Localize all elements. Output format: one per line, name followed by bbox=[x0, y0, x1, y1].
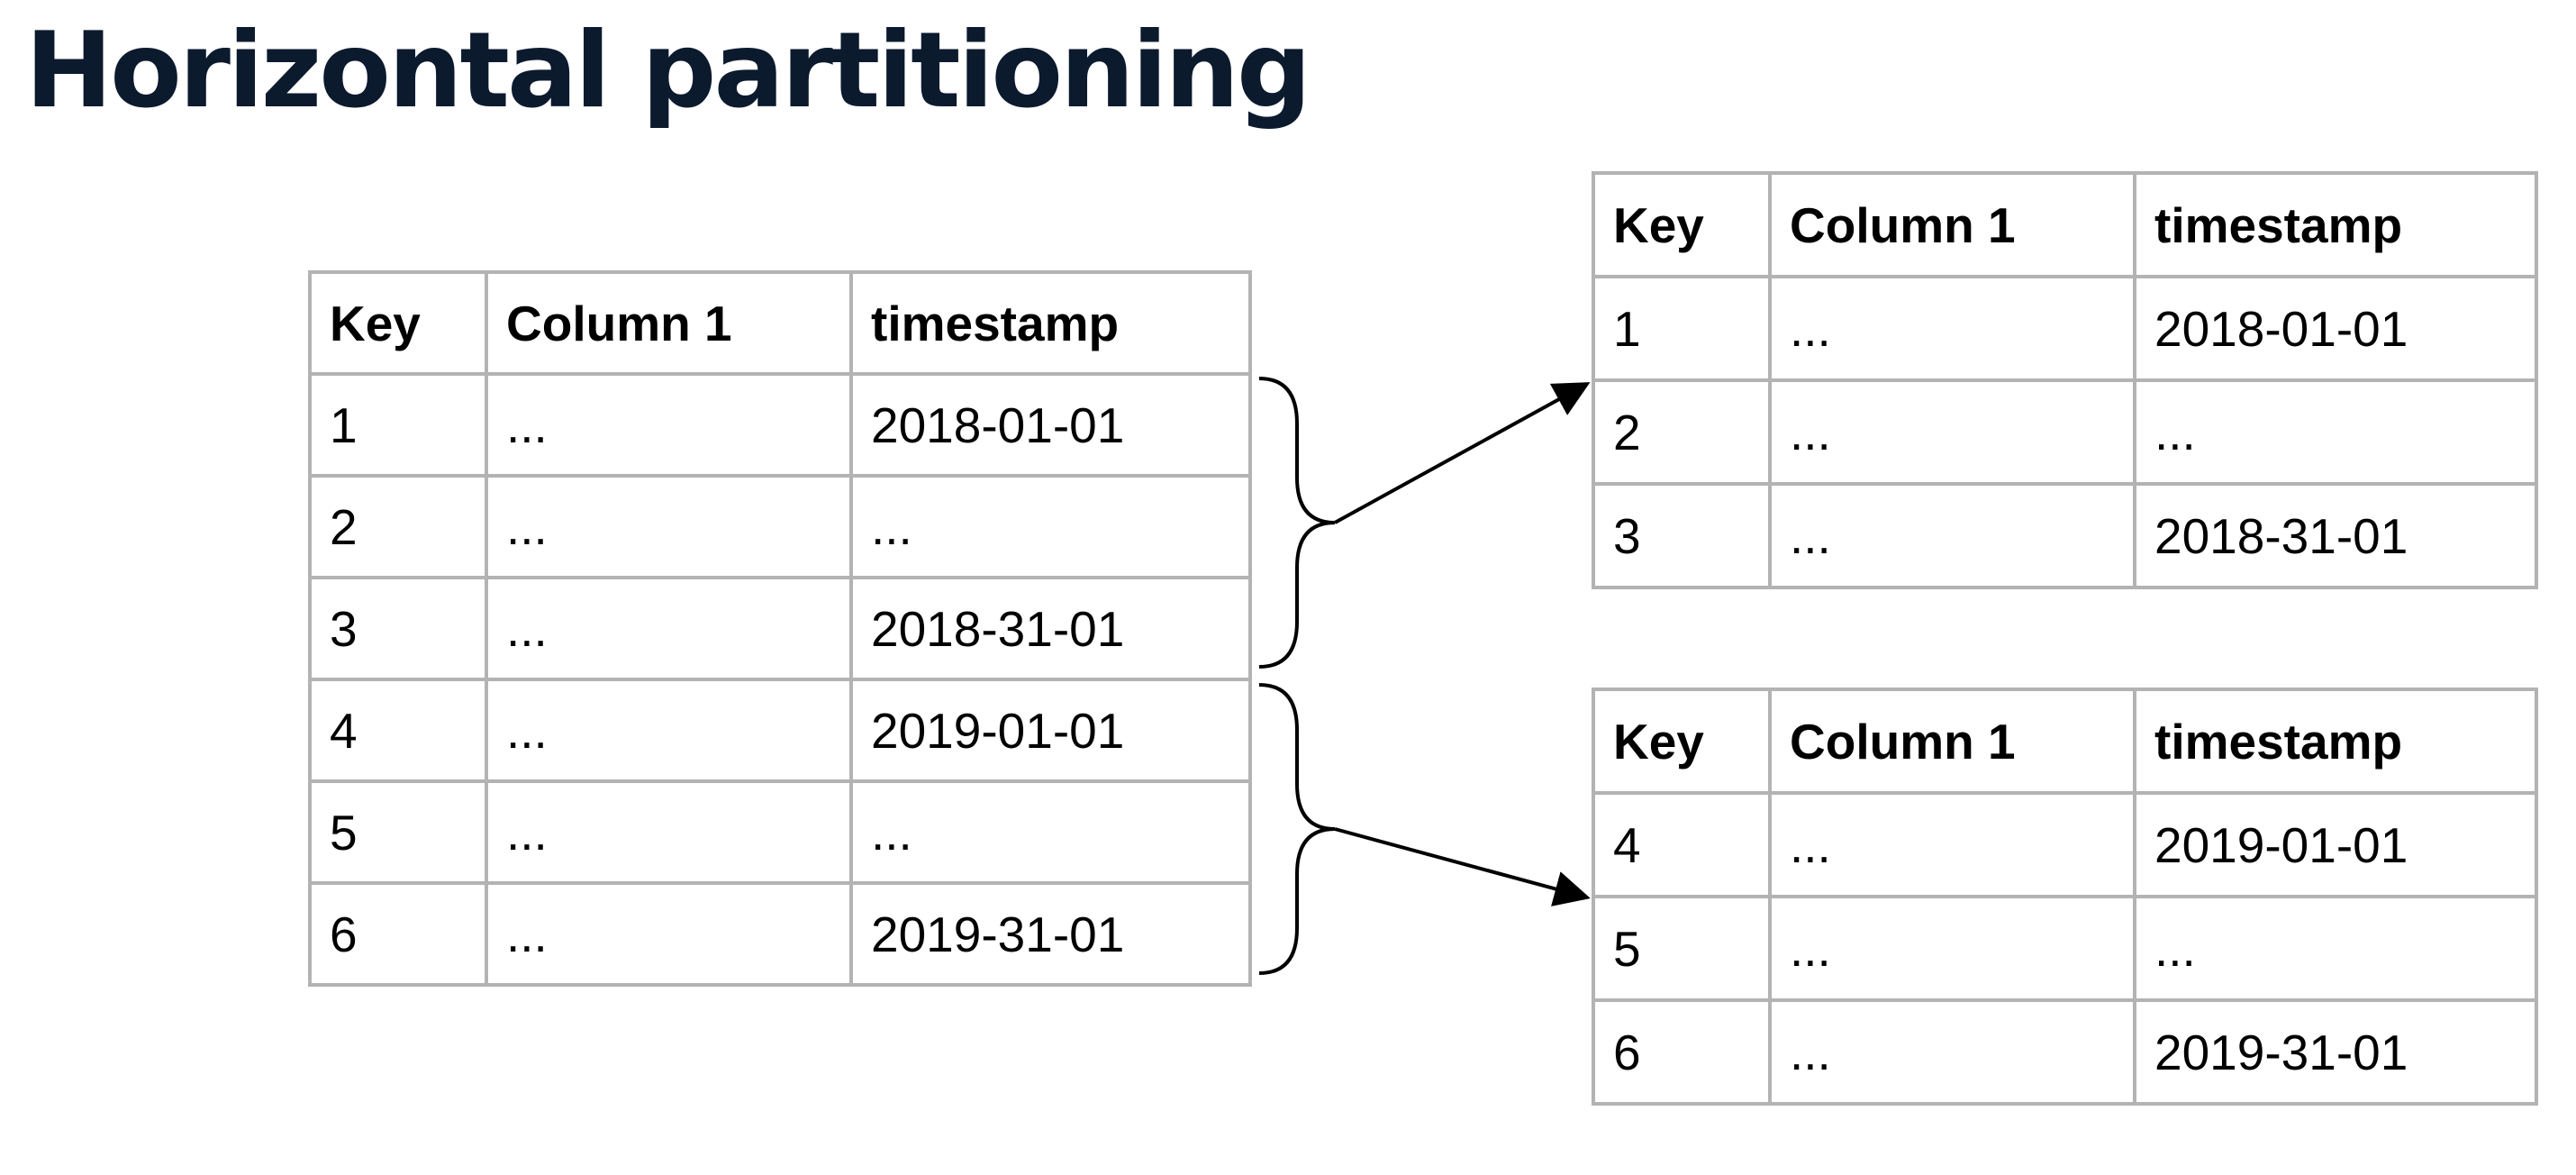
table-row: 3 ... 2018-31-01 bbox=[1592, 482, 2538, 589]
table-header-row: Key Column 1 timestamp bbox=[1592, 688, 2538, 795]
cell-timestamp: 2019-01-01 bbox=[2133, 791, 2538, 898]
partition-2-table: Key Column 1 timestamp 4 ... 2019-01-01 … bbox=[1592, 688, 2538, 1106]
cell-timestamp: 2018-01-01 bbox=[2133, 275, 2538, 382]
cell-column-1: ... bbox=[1768, 378, 2136, 486]
cell-timestamp: ... bbox=[2133, 378, 2538, 486]
cell-key: 1 bbox=[308, 372, 488, 478]
cell-key: 6 bbox=[308, 881, 488, 987]
table-row: 5 ... ... bbox=[308, 779, 1252, 885]
cell-column-1: ... bbox=[1768, 998, 2136, 1106]
header-key: Key bbox=[1592, 688, 1772, 795]
cell-key: 4 bbox=[1592, 791, 1772, 898]
cell-key: 6 bbox=[1592, 998, 1772, 1106]
header-column-1: Column 1 bbox=[1768, 171, 2136, 278]
cell-key: 5 bbox=[1592, 895, 1772, 1002]
cell-timestamp: 2019-31-01 bbox=[2133, 998, 2538, 1106]
header-timestamp: timestamp bbox=[849, 270, 1252, 376]
table-row: 2 ... ... bbox=[1592, 378, 2538, 486]
table-row: 4 ... 2019-01-01 bbox=[1592, 791, 2538, 898]
cell-column-1: ... bbox=[1768, 275, 2136, 382]
cell-timestamp: 2018-31-01 bbox=[2133, 482, 2538, 589]
cell-column-1: ... bbox=[485, 779, 853, 885]
table-row: 3 ... 2018-31-01 bbox=[308, 576, 1252, 681]
cell-key: 4 bbox=[308, 678, 488, 783]
table-header-row: Key Column 1 timestamp bbox=[1592, 171, 2538, 278]
cell-timestamp: 2018-31-01 bbox=[849, 576, 1252, 681]
table-row: 4 ... 2019-01-01 bbox=[308, 678, 1252, 783]
partition-1-table: Key Column 1 timestamp 1 ... 2018-01-01 … bbox=[1592, 171, 2538, 589]
cell-timestamp: 2018-01-01 bbox=[849, 372, 1252, 478]
cell-column-1: ... bbox=[1768, 482, 2136, 589]
cell-key: 3 bbox=[1592, 482, 1772, 589]
arrow-to-partition-2 bbox=[1334, 827, 1591, 906]
cell-column-1: ... bbox=[485, 678, 853, 783]
cell-timestamp: ... bbox=[849, 474, 1252, 579]
cell-column-1: ... bbox=[1768, 791, 2136, 898]
cell-key: 1 bbox=[1592, 275, 1772, 382]
table-row: 5 ... ... bbox=[1592, 895, 2538, 1002]
page-title: Horizontal partitioning bbox=[25, 10, 1311, 132]
cell-timestamp: ... bbox=[849, 779, 1252, 885]
cell-key: 5 bbox=[308, 779, 488, 885]
cell-key: 3 bbox=[308, 576, 488, 681]
header-timestamp: timestamp bbox=[2133, 688, 2538, 795]
table-row: 6 ... 2019-31-01 bbox=[308, 881, 1252, 987]
table-header-row: Key Column 1 timestamp bbox=[308, 270, 1252, 376]
cell-column-1: ... bbox=[485, 372, 853, 478]
cell-column-1: ... bbox=[485, 576, 853, 681]
arrow-to-partition-1 bbox=[1334, 382, 1591, 524]
brace-upper bbox=[1258, 377, 1336, 669]
cell-timestamp: 2019-01-01 bbox=[849, 678, 1252, 783]
source-table: Key Column 1 timestamp 1 ... 2018-01-01 … bbox=[308, 270, 1252, 987]
cell-key: 2 bbox=[308, 474, 488, 579]
table-row: 2 ... ... bbox=[308, 474, 1252, 579]
header-key: Key bbox=[1592, 171, 1772, 278]
header-timestamp: timestamp bbox=[2133, 171, 2538, 278]
cell-column-1: ... bbox=[485, 474, 853, 579]
header-column-1: Column 1 bbox=[1768, 688, 2136, 795]
cell-column-1: ... bbox=[485, 881, 853, 987]
table-row: 1 ... 2018-01-01 bbox=[1592, 275, 2538, 382]
cell-timestamp: 2019-31-01 bbox=[849, 881, 1252, 987]
header-column-1: Column 1 bbox=[485, 270, 853, 376]
brace-lower bbox=[1258, 683, 1336, 975]
cell-timestamp: ... bbox=[2133, 895, 2538, 1002]
cell-column-1: ... bbox=[1768, 895, 2136, 1002]
cell-key: 2 bbox=[1592, 378, 1772, 486]
table-row: 6 ... 2019-31-01 bbox=[1592, 998, 2538, 1106]
table-row: 1 ... 2018-01-01 bbox=[308, 372, 1252, 478]
header-key: Key bbox=[308, 270, 488, 376]
